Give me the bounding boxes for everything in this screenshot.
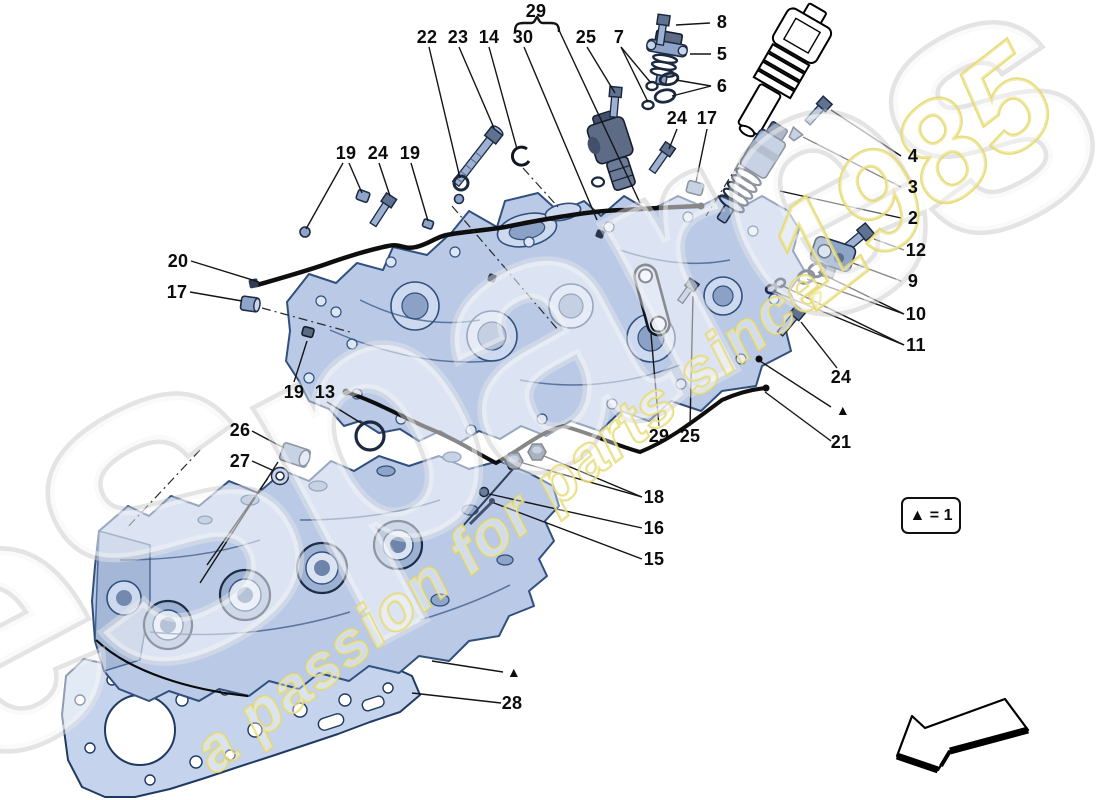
engine-artwork — [61, 2, 876, 798]
bolt-24b — [648, 140, 677, 175]
callout-22: 22 — [416, 27, 438, 47]
callout-19-a: 19 — [335, 143, 357, 163]
callout-21: 21 — [830, 432, 852, 452]
callout-8: 8 — [716, 12, 728, 32]
callout-29-top: 29 — [525, 1, 547, 21]
bushing-26 — [278, 442, 312, 468]
callout-11: 11 — [906, 335, 926, 355]
callout-12: 12 — [905, 240, 927, 260]
callout-30: 30 — [512, 27, 534, 47]
cap-17a — [239, 295, 261, 313]
o-ring-13 — [354, 420, 386, 452]
ignition-coil — [737, 2, 833, 138]
solenoid-part-2 — [716, 121, 788, 224]
cam-cover — [285, 192, 805, 444]
direction-arrow — [895, 697, 1030, 774]
assembly-marker-triangle-right: ▲ — [835, 402, 851, 418]
callout-20: 20 — [167, 251, 189, 271]
bolt-24c — [776, 304, 807, 337]
cover-gasket-seal — [344, 386, 768, 466]
callout-10: 10 — [905, 304, 927, 324]
ball-16 — [478, 486, 490, 498]
callout-23: 23 — [447, 27, 469, 47]
cap-17b — [685, 179, 705, 197]
callout-27: 27 — [229, 451, 251, 471]
assembly-marker-triangle-bottom: ▲ — [506, 664, 522, 680]
oil-pipe — [254, 203, 703, 288]
grommet-3 — [788, 125, 804, 142]
bolt-8 — [655, 13, 671, 46]
callout-18: 18 — [643, 487, 665, 507]
callout-16: 16 — [643, 518, 665, 538]
bolt-24a — [369, 191, 398, 228]
callout-3: 3 — [907, 177, 919, 197]
callout-29-mid: 29 — [648, 426, 670, 446]
cam-sensor-30 — [586, 110, 636, 192]
callout-17-b: 17 — [166, 282, 188, 302]
seal-7a — [645, 80, 659, 92]
o-ring-11b — [773, 277, 787, 289]
sensor-bracket — [633, 263, 671, 337]
callout-5: 5 — [716, 44, 728, 64]
callout-24-b: 24 — [367, 143, 389, 163]
nut-18a — [504, 452, 524, 470]
cap-19b — [421, 218, 435, 230]
bracket-bolt — [676, 276, 701, 305]
callout-26: 26 — [229, 420, 251, 440]
washer-22 — [452, 174, 470, 192]
callout-24-a: 24 — [666, 108, 688, 128]
callout-13: 13 — [314, 382, 336, 402]
legend-box: ▲ = 1 — [901, 497, 961, 534]
callout-4: 4 — [907, 146, 919, 166]
cover-bores — [390, 276, 743, 363]
callout-7: 7 — [613, 27, 625, 47]
callout-6: 6 — [716, 76, 728, 96]
washer-27 — [270, 466, 290, 486]
cap-19 — [355, 189, 371, 203]
legend-label: ▲ = 1 — [909, 506, 953, 524]
o-ring-10b — [807, 261, 827, 279]
callout-19-b: 19 — [399, 143, 421, 163]
callout-14: 14 — [478, 27, 500, 47]
ball-19c — [453, 193, 465, 205]
callout-17-a: 17 — [696, 108, 718, 128]
callout-9: 9 — [907, 271, 919, 291]
nut-18b — [527, 443, 547, 461]
callout-2: 2 — [907, 208, 919, 228]
leader-lines — [125, 15, 905, 704]
cam-bores — [142, 519, 424, 651]
seal-6a — [658, 71, 680, 87]
callout-19-c: 19 — [283, 382, 305, 402]
seal-6b — [653, 88, 677, 104]
callout-25-mid: 25 — [679, 426, 701, 446]
bolt-23 — [451, 125, 504, 188]
callout-25-top: 25 — [575, 27, 597, 47]
bolt-4 — [804, 95, 834, 126]
circlip-14 — [511, 145, 531, 167]
callout-24-d: 24 — [830, 367, 852, 387]
o-ring-10a — [796, 269, 816, 285]
sensor-seal — [590, 176, 606, 188]
ball-19 — [299, 226, 311, 238]
pin-15 — [468, 498, 495, 526]
group-29-brace — [513, 15, 561, 33]
callout-28: 28 — [501, 693, 523, 713]
callout-15: 15 — [643, 549, 665, 569]
valve-part-5 — [646, 29, 688, 86]
cap-19d — [301, 325, 315, 339]
